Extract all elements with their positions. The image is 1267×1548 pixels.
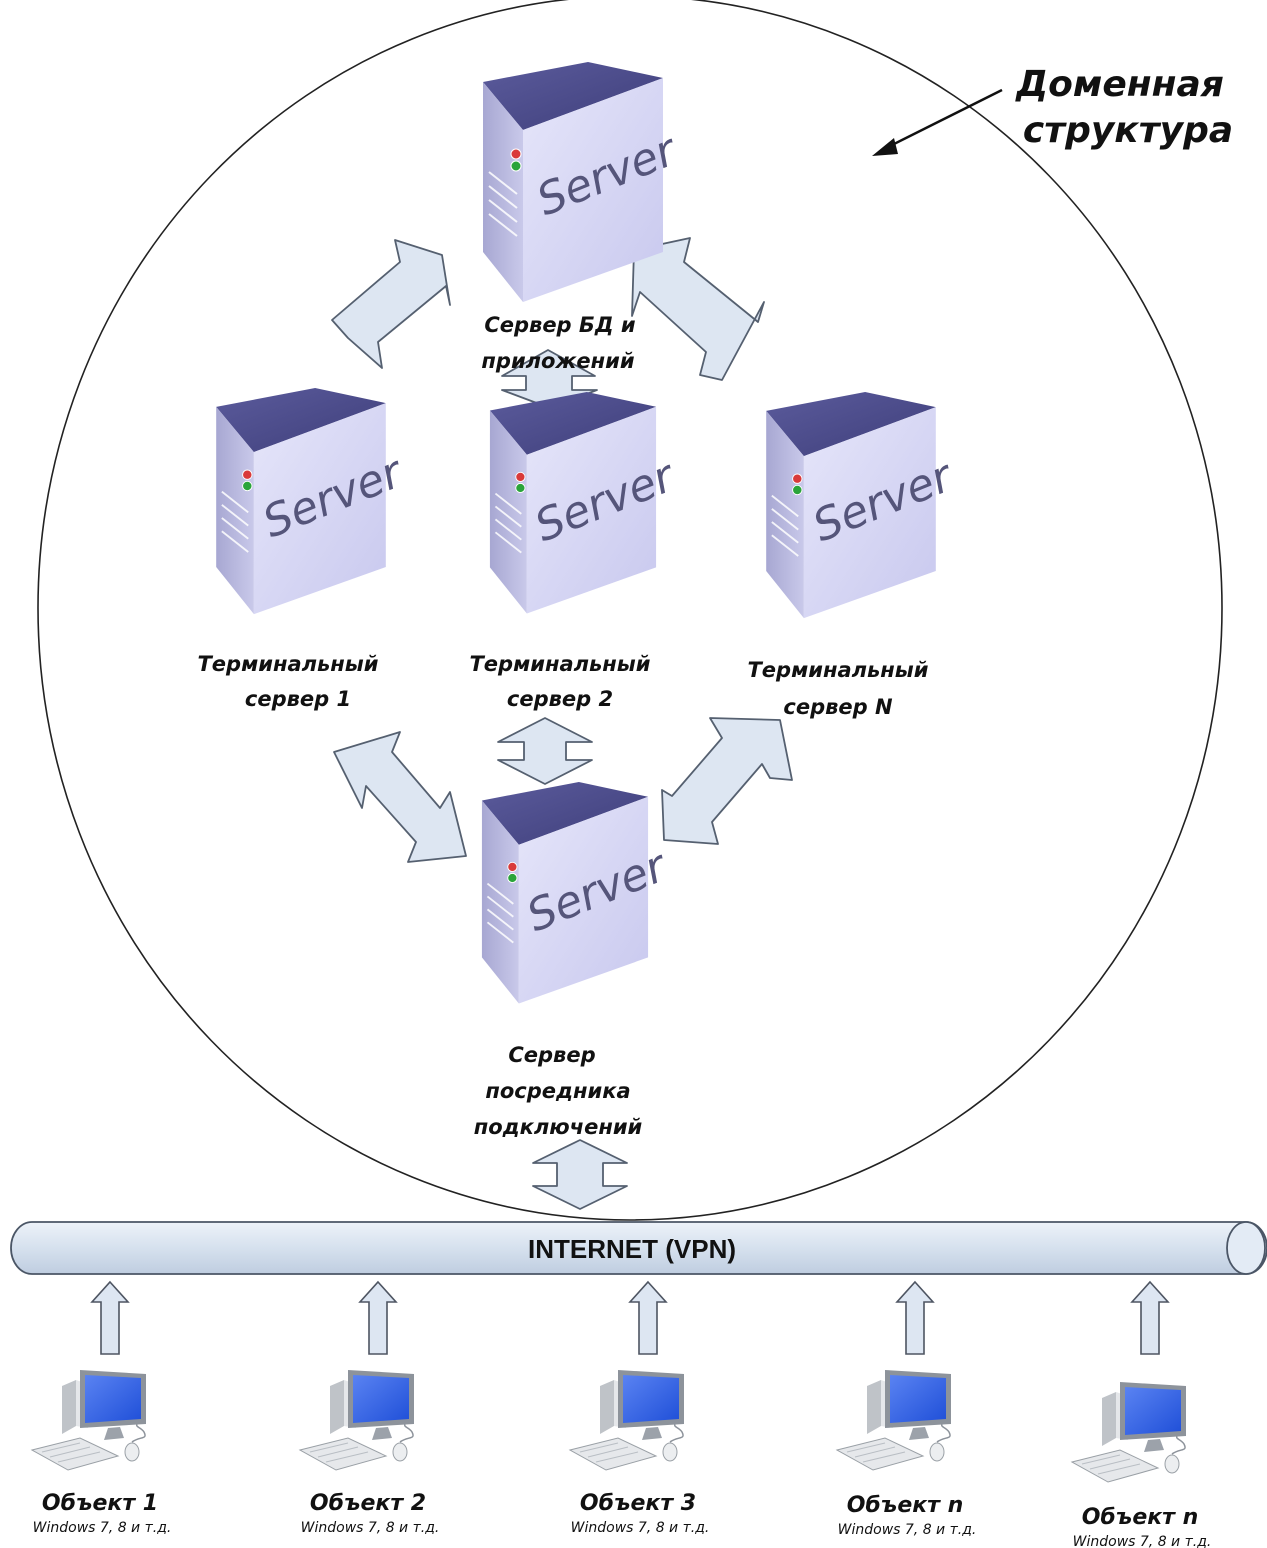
- client-object-os: Windows 7, 8 и т.д.: [1073, 1534, 1212, 1548]
- upload-arrow-icon: [1131, 1281, 1169, 1355]
- client-object: Объект 3 Windows 7, 8 и т.д.: [569, 1281, 710, 1536]
- domain-pointer-arrow: [872, 88, 1003, 156]
- caption-ts1-line-2: сервер 1: [245, 687, 351, 711]
- caption-db: Сервер БД и приложений: [481, 313, 636, 373]
- desktop-computer-icon: [1071, 1381, 1187, 1483]
- server-terminal-n: Server: [765, 391, 962, 620]
- client-object-name: Объект n: [1082, 1505, 1199, 1530]
- upload-arrow-icon: [359, 1281, 397, 1355]
- caption-ts2-line-1: Терминальный: [469, 652, 650, 676]
- link-db-ts1-arrow: [331, 239, 451, 369]
- client-object: Объект 2 Windows 7, 8 и т.д.: [299, 1281, 440, 1536]
- caption-ts1: Терминальный сервер 1: [197, 652, 378, 711]
- client-object: Объект n Windows 7, 8 и т.д.: [836, 1281, 977, 1538]
- server-terminal-1: Server: [215, 387, 412, 616]
- server-broker: Server: [480, 781, 676, 1005]
- caption-broker-line-2: посредника: [485, 1079, 630, 1103]
- caption-broker-line-1: Сервер: [508, 1043, 595, 1067]
- domain-label: Доменная структура: [1015, 64, 1233, 151]
- desktop-computer-icon: [569, 1369, 685, 1471]
- client-object-os: Windows 7, 8 и т.д.: [301, 1520, 440, 1536]
- desktop-computer-icon: [836, 1369, 952, 1471]
- client-object: Объект n Windows 7, 8 и т.д.: [1071, 1281, 1212, 1548]
- desktop-computer-icon: [299, 1369, 415, 1471]
- link-ts1-broker-arrow: [333, 731, 467, 863]
- upload-arrow-icon: [896, 1281, 934, 1355]
- client-object-os: Windows 7, 8 и т.д.: [33, 1520, 172, 1536]
- client-object-os: Windows 7, 8 и т.д.: [571, 1520, 710, 1536]
- caption-db-line-2: приложений: [481, 349, 634, 373]
- server-db: Server: [482, 61, 686, 303]
- server-terminal-2: Server: [488, 391, 684, 615]
- link-db-tsn-arrow: [631, 237, 765, 381]
- client-object-name: Объект n: [847, 1493, 964, 1518]
- domain-label-line-2: структура: [1023, 110, 1233, 151]
- link-tsn-broker-arrow: [661, 717, 793, 845]
- client-object: Объект 1 Windows 7, 8 и т.д.: [31, 1281, 172, 1536]
- upload-arrow-icon: [91, 1281, 129, 1355]
- caption-tsn-line-2: сервер N: [783, 695, 893, 719]
- link-ts2-broker-arrow: [497, 717, 593, 785]
- domain-label-line-1: Доменная: [1015, 64, 1224, 105]
- caption-tsn: Терминальный сервер N: [747, 658, 928, 719]
- client-object-name: Объект 2: [310, 1491, 426, 1516]
- link-broker-internet-arrow: [532, 1139, 628, 1210]
- client-object-name: Объект 3: [580, 1491, 696, 1516]
- caption-ts2-line-2: сервер 2: [507, 687, 613, 711]
- caption-broker-line-3: подключений: [474, 1115, 643, 1139]
- caption-ts2: Терминальный сервер 2: [469, 652, 650, 711]
- client-objects: Объект 1 Windows 7, 8 и т.д. Объект 2 Windo…: [31, 1281, 1212, 1548]
- domain-boundary: [37, 0, 1223, 1221]
- upload-arrow-icon: [629, 1281, 667, 1355]
- internet-pipe: INTERNET (VPN): [10, 1221, 1267, 1275]
- caption-tsn-line-1: Терминальный: [747, 658, 928, 682]
- client-object-name: Объект 1: [42, 1491, 158, 1516]
- caption-db-line-1: Сервер БД и: [484, 313, 636, 337]
- desktop-computer-icon: [31, 1369, 147, 1471]
- caption-broker: Сервер посредника подключений: [474, 1043, 643, 1139]
- caption-ts1-line-1: Терминальный: [197, 652, 378, 676]
- client-object-os: Windows 7, 8 и т.д.: [838, 1522, 977, 1538]
- internet-label: INTERNET (VPN): [528, 1234, 736, 1264]
